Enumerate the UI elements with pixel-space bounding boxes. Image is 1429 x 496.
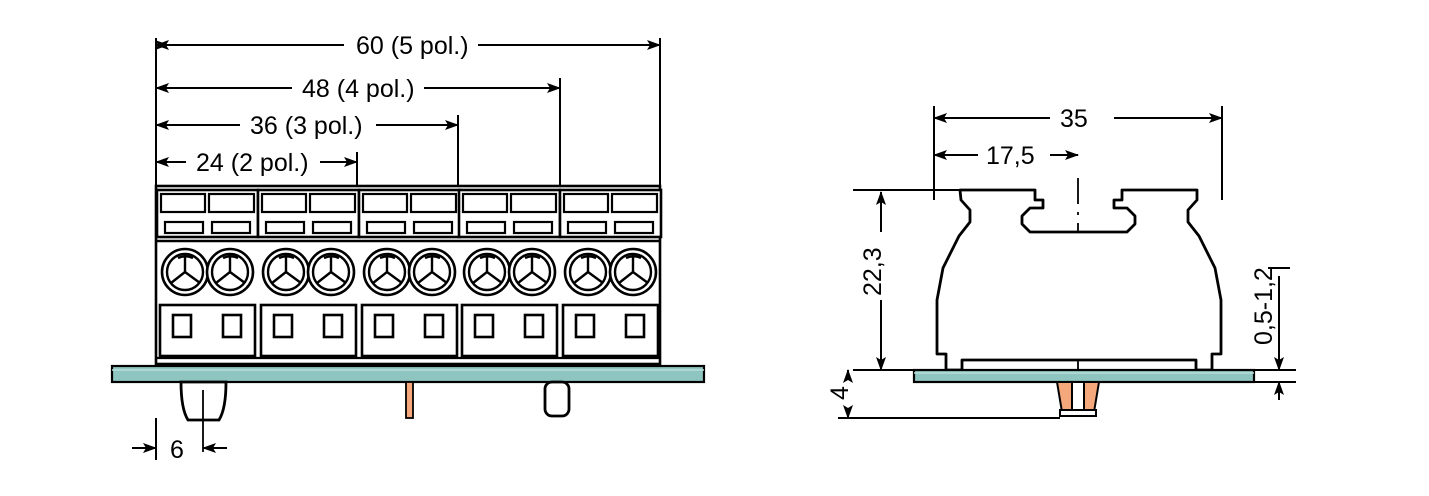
din-rail-side: [912, 368, 1256, 384]
side-view: 35 17,5 22,3 4 0,5-1,2: [826, 105, 1296, 419]
dimension-60-5pol: 60 (5 pol.): [155, 32, 661, 60]
terminal-module-4[interactable]: [457, 188, 562, 358]
din-rail-front: [110, 364, 706, 384]
dimension-223: 22,3: [859, 191, 887, 371]
snap-foot-side: [1055, 381, 1101, 417]
terminal-module-2[interactable]: [256, 188, 361, 358]
dimension-6-label: 6: [170, 436, 184, 464]
dimension-48-4pol: 48 (4 pol.): [155, 75, 561, 103]
housing-cross-section: [935, 188, 1223, 372]
dimension-24-label: 24 (2 pol.): [196, 149, 309, 177]
dimension-60-label: 60 (5 pol.): [356, 32, 469, 60]
center-pin-front: [405, 381, 414, 419]
mounting-feet-front: [179, 380, 571, 422]
snap-foot-right: [543, 380, 571, 418]
terminal-module-1[interactable]: [155, 188, 260, 358]
dimension-35: 35: [933, 105, 1223, 133]
dimension-175: 17,5: [933, 142, 1079, 170]
dimension-05-12-label: 0,5-1,2: [1250, 267, 1278, 345]
dimension-6: 6: [132, 418, 227, 464]
dimension-36-label: 36 (3 pol.): [250, 112, 363, 140]
dimension-175-label: 17,5: [986, 142, 1035, 170]
dimension-48-label: 48 (4 pol.): [302, 75, 415, 103]
dimension-4-label: 4: [826, 386, 854, 400]
terminal-module-3[interactable]: [357, 188, 462, 358]
terminal-module-5[interactable]: [558, 188, 663, 358]
dimension-4: 4: [826, 369, 854, 419]
dimension-24-2pol: 24 (2 pol.): [155, 149, 358, 177]
front-view: 60 (5 pol.) 48 (4 pol.) 36 (3 pol.) 24 (…: [110, 32, 706, 464]
dimension-223-label: 22,3: [859, 247, 887, 296]
front-body: [154, 184, 663, 366]
dimension-05-12: 0,5-1,2: [1250, 267, 1290, 400]
dimension-35-label: 35: [1060, 105, 1088, 133]
dimension-36-3pol: 36 (3 pol.): [155, 112, 459, 140]
